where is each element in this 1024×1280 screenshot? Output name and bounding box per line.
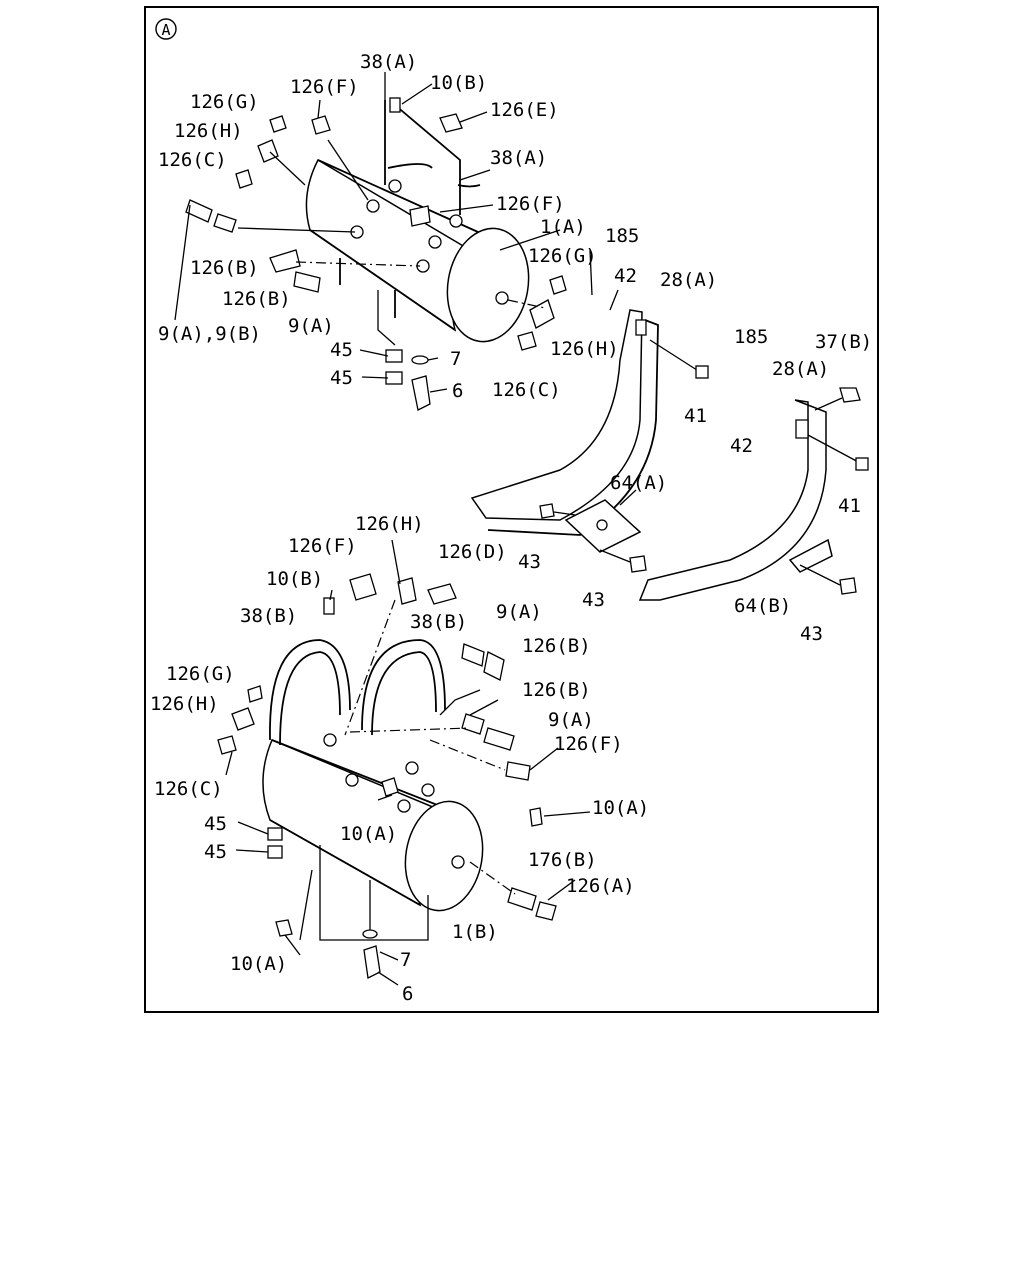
label-185-1: 185	[605, 225, 639, 247]
label-126d: 126(D)	[438, 541, 507, 563]
label-126e: 126(E)	[490, 99, 559, 121]
labels-bottom: 126(H) 126(F) 126(D) 10(B) 38(B) 38(B) 9…	[150, 513, 649, 1005]
label-126b-1: 126(B)	[190, 257, 259, 279]
label-41-1: 41	[684, 405, 707, 427]
plate-64b	[788, 538, 857, 595]
leaders-bottom	[225, 539, 591, 986]
label-64a: 64(A)	[610, 472, 667, 494]
label-126a: 126(A)	[566, 875, 635, 897]
label-45-3: 45	[204, 813, 227, 835]
label-126b-4: 126(B)	[522, 679, 591, 701]
label-45-4: 45	[204, 841, 227, 863]
leaders-top	[174, 72, 619, 393]
plate-64a	[539, 489, 647, 573]
label-126h-4: 126(H)	[150, 693, 219, 715]
label-9a-2: 9(A)	[496, 601, 542, 623]
label-42-2: 42	[730, 435, 753, 457]
label-126f-3: 126(F)	[288, 535, 357, 557]
label-9a-1: 9(A)	[288, 315, 334, 337]
label-38b-2: 38(B)	[410, 611, 467, 633]
label-126h-1: 126(H)	[174, 120, 243, 142]
label-126f-2: 126(F)	[496, 193, 565, 215]
label-126f-4: 126(F)	[554, 733, 623, 755]
label-9a-9b: 9(A),9(B)	[158, 323, 261, 345]
label-43-3: 43	[800, 623, 823, 645]
section-marker: A	[155, 18, 177, 40]
label-45-1: 45	[330, 339, 353, 361]
label-7-1: 7	[450, 348, 461, 370]
air-tank-1b	[262, 739, 484, 912]
label-42-1: 42	[614, 265, 637, 287]
label-126c-3: 126(C)	[154, 778, 223, 800]
label-185-2: 185	[734, 326, 768, 348]
label-6-1: 6	[452, 380, 463, 402]
label-126g-2: 126(G)	[528, 245, 597, 267]
label-45-2: 45	[330, 367, 353, 389]
bracket-28a-right	[638, 387, 869, 601]
label-28a-1: 28(A)	[660, 269, 717, 291]
label-126h-2: 126(H)	[550, 338, 619, 360]
label-37b: 37(B)	[815, 331, 872, 353]
label-28a-2: 28(A)	[772, 358, 829, 380]
label-38b-1: 38(B)	[240, 605, 297, 627]
label-10a-3: 10(A)	[230, 953, 287, 975]
label-126g-1: 126(G)	[190, 91, 259, 113]
label-10a-1: 10(A)	[592, 797, 649, 819]
label-176b: 176(B)	[528, 849, 597, 871]
tank-strap-38a	[384, 100, 481, 215]
label-9a-3: 9(A)	[548, 709, 594, 731]
label-1b: 1(B)	[452, 921, 498, 943]
label-126g-3: 126(G)	[166, 663, 235, 685]
label-7-2: 7	[400, 949, 411, 971]
label-126c-2: 126(C)	[492, 379, 561, 401]
label-10b: 10(B)	[430, 72, 487, 94]
label-38a-2: 38(A)	[490, 147, 547, 169]
bottom-fittings	[217, 573, 557, 979]
label-126c-1: 126(C)	[158, 149, 227, 171]
label-126h-3: 126(H)	[355, 513, 424, 535]
label-126f-1: 126(F)	[290, 76, 359, 98]
label-41-2: 41	[838, 495, 861, 517]
label-1a: 1(A)	[540, 216, 586, 238]
label-10a-2: 10(A)	[340, 823, 397, 845]
diagram-frame	[144, 6, 879, 1013]
svg-text:A: A	[161, 21, 170, 39]
labels-top: 38(A) 10(B) 126(F) 126(G) 126(E) 126(H) …	[158, 51, 872, 645]
label-43-1: 43	[518, 551, 541, 573]
label-10b-2: 10(B)	[266, 568, 323, 590]
tank-strap-38b	[269, 639, 446, 746]
label-43-2: 43	[582, 589, 605, 611]
label-38a-1: 38(A)	[360, 51, 417, 73]
top-fittings	[185, 97, 567, 411]
label-64b: 64(B)	[734, 595, 791, 617]
label-126b-2: 126(B)	[222, 288, 291, 310]
label-6-2: 6	[402, 983, 413, 1005]
label-126b-3: 126(B)	[522, 635, 591, 657]
air-tank-1a	[305, 158, 530, 343]
